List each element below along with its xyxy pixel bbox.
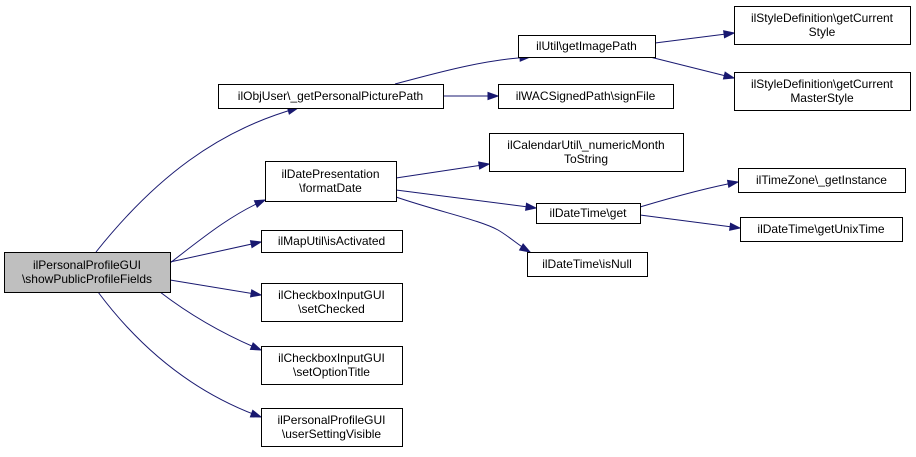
edge-root-to-setchecked [169,279,263,298]
node-box [740,217,903,242]
arrowhead [518,243,532,253]
node-unixtime[interactable]: ilDateTime\getUnixTime [740,217,903,242]
node-box [261,346,403,385]
node-box [518,35,656,58]
node-label: ilPersonalProfileGUI [33,258,141,272]
node-usersetting[interactable]: ilPersonalProfileGUI\userSettingVisible [261,408,403,447]
arrowhead [723,30,736,39]
arrowhead [249,342,263,351]
node-label: ilPersonalProfileGUI [277,413,385,427]
node-box [489,133,684,172]
edge-getpic-to-getimg [394,53,532,85]
edge-root-to-mapact [169,240,263,263]
node-mapact[interactable]: ilMapUtil\isActivated [261,230,403,253]
node-label: ilStyleDefinition\getCurrent [751,77,894,91]
node-formatdate[interactable]: ilDatePresentation\formatDate [265,161,397,202]
node-box [734,6,911,45]
node-signfile[interactable]: ilWACSignedPath\signFile [498,84,674,109]
edge-dtget-to-unixtime [639,214,742,231]
node-label: ilStyleDefinition\getCurrent [751,11,894,25]
node-label: ilDateTime\getUnixTime [757,222,884,236]
call-nodes: ilPersonalProfileGUI\showPublicProfileFi… [4,6,911,447]
edge-root-to-setoption [159,291,263,351]
edge-formatdate-to-nummonth [395,161,491,179]
arrowhead [249,240,263,249]
node-label: Style [809,25,836,39]
node-box [527,252,648,277]
node-label: ToString [564,152,608,166]
edge-root-to-usersetting [97,291,263,418]
edge-formatdate-to-dtget [395,189,538,211]
node-label: ilObjUser\_getPersonalPicturePath [238,89,423,103]
node-label: MasterStyle [790,91,854,105]
arrowhead [477,161,491,170]
node-box [261,408,403,447]
node-root[interactable]: ilPersonalProfileGUI\showPublicProfileFi… [4,252,171,293]
node-label: \formatDate [299,181,362,195]
node-box [498,84,674,109]
arrowhead [253,199,267,209]
node-box [261,283,403,322]
node-box [218,84,444,109]
node-label: ilDateTime\get [550,206,628,220]
node-label: ilUtil\getImagePath [536,39,637,53]
node-setchecked[interactable]: ilCheckboxInputGUI\setChecked [261,283,403,322]
node-tzinst[interactable]: ilTimeZone\_getInstance [738,168,906,193]
node-label: \setOptionTitle [293,365,370,379]
node-box [265,161,397,202]
node-setoption[interactable]: ilCheckboxInputGUI\setOptionTitle [261,346,403,385]
node-label: ilCheckboxInputGUI [278,288,385,302]
node-box [738,168,906,193]
arrowhead [249,289,263,298]
node-getpic[interactable]: ilObjUser\_getPersonalPicturePath [218,84,444,109]
node-label: \showPublicProfileFields [22,272,152,286]
node-label: ilDatePresentation [281,167,379,181]
node-label: ilTimeZone\_getInstance [756,173,887,187]
node-getimg[interactable]: ilUtil\getImagePath [518,35,656,58]
edge-dtget-to-tzinst [639,179,740,208]
edge-root-to-formatdate [169,199,267,264]
node-box [734,72,911,111]
edge-getpic-to-signfile [443,91,500,101]
node-label: ilCheckboxInputGUI [278,351,385,365]
node-label: \setChecked [298,302,365,316]
node-label: ilMapUtil\isActivated [278,234,385,248]
arrowhead [729,222,742,231]
node-label: ilDateTime\isNull [542,257,632,271]
arrowhead [726,179,740,189]
arrowhead [487,91,500,101]
node-box [4,252,171,293]
node-label: ilCalendarUtil\_numericMonth [507,138,664,152]
arrowhead [249,409,263,418]
edge-formatdate-to-dtisnull [395,196,532,253]
node-label: ilWACSignedPath\signFile [516,89,656,103]
node-label: \userSettingVisible [282,427,381,441]
node-box [536,203,641,224]
arrowhead [722,71,736,80]
arrowhead [525,202,538,211]
edge-getimg-to-curstyle [654,30,736,44]
node-dtisnull[interactable]: ilDateTime\isNull [527,252,648,277]
node-box [261,230,403,253]
edge-getimg-to-curmaster [649,56,736,80]
node-dtget[interactable]: ilDateTime\get [536,203,641,224]
